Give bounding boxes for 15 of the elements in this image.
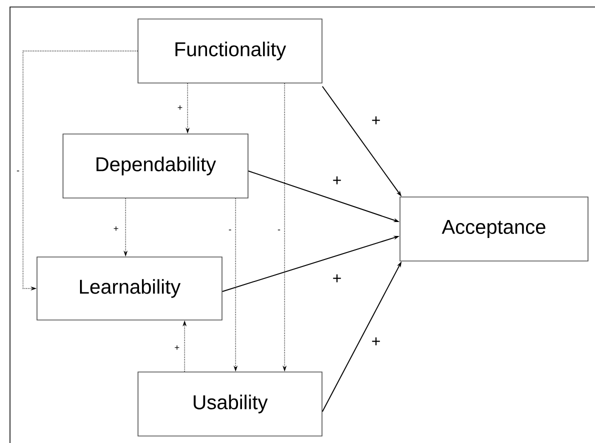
edge-label: +: [112, 225, 120, 233]
edge-label: +: [173, 344, 181, 352]
edge-label: +: [176, 104, 184, 112]
concept-box: Acceptance: [400, 196, 588, 262]
edge-label: +: [370, 336, 382, 348]
concept-box: Usability: [138, 372, 322, 436]
edge-label: -: [276, 228, 282, 234]
edge-label: +: [331, 273, 343, 285]
edge-label: +: [331, 175, 343, 187]
edge-label: -: [228, 228, 232, 234]
edge-label: +: [370, 115, 382, 127]
concept-box: Learnability: [36, 256, 222, 320]
concept-box: Dependability: [62, 134, 248, 198]
edge-label: -: [16, 170, 20, 174]
concept-box: Functionality: [138, 18, 322, 84]
